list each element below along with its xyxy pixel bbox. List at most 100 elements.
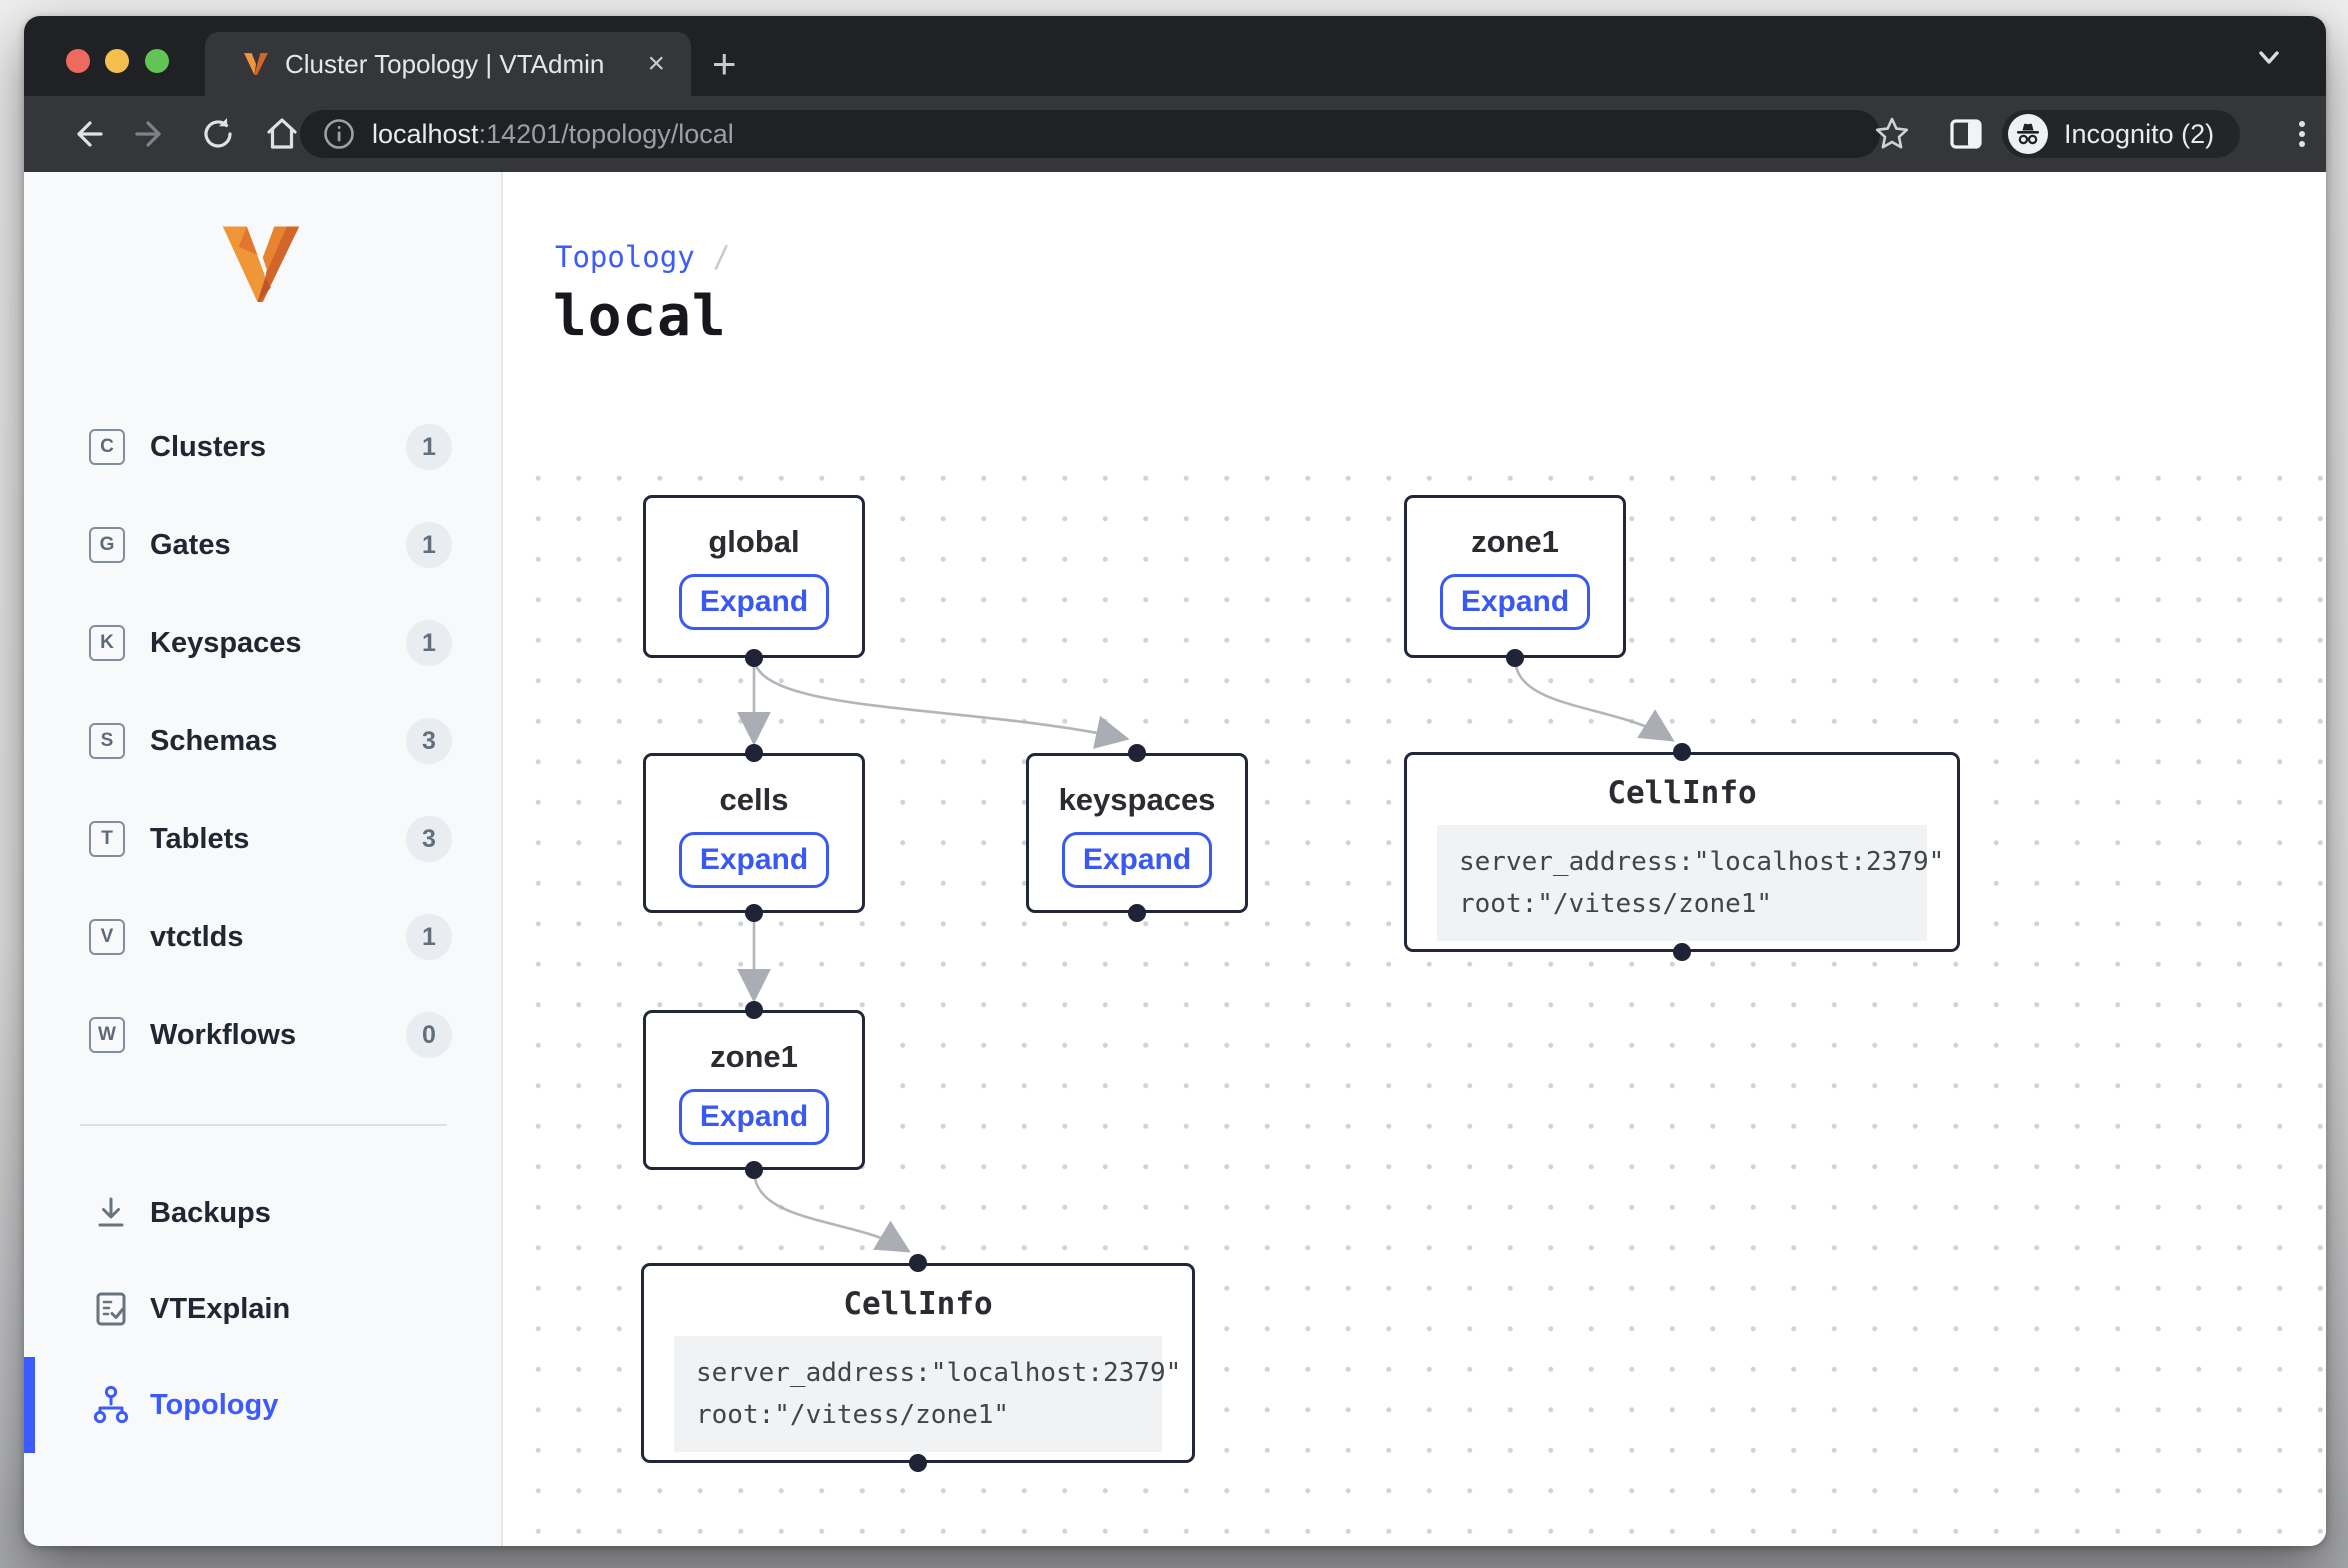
vtexplain-icon (90, 1288, 132, 1330)
gates-letter-icon: G (89, 527, 125, 563)
url-text: localhost:14201/topology/local (372, 119, 734, 150)
page-title: local (553, 284, 727, 349)
cellinfo-code-block: server_address:"localhost:2379" root:"/v… (1437, 825, 1945, 941)
breadcrumb-separator: / (712, 240, 731, 274)
topology-graph: global Expand zone1 Expand cells Expand … (503, 442, 2326, 1546)
expand-button[interactable]: Expand (679, 574, 829, 630)
page-content: C Clusters 1 G Gates 1 K Keyspaces 1 S S… (24, 172, 2326, 1546)
reload-icon[interactable] (198, 114, 238, 154)
count-badge: 3 (406, 718, 452, 764)
forward-icon[interactable] (132, 114, 172, 154)
back-icon[interactable] (66, 114, 106, 154)
node-title: CellInfo (1607, 775, 1757, 811)
node-title: zone1 (1471, 524, 1559, 559)
sidebar-item-label: Clusters (150, 430, 267, 463)
sidebar-item-topology[interactable]: Topology (24, 1357, 501, 1453)
node-title: global (708, 524, 800, 559)
node-zone1-top: zone1 Expand (1404, 495, 1626, 658)
browser-menu-icon[interactable] (2282, 114, 2322, 154)
sidebar-item-label: vtctlds (150, 920, 244, 953)
sidebar-item-schemas[interactable]: S Schemas 3 (24, 692, 501, 790)
node-global: global Expand (643, 495, 865, 658)
sidebar-item-vtexplain[interactable]: VTExplain (24, 1261, 501, 1357)
sidebar-item-label: Keyspaces (150, 626, 302, 659)
address-bar[interactable]: localhost:14201/topology/local (300, 110, 1880, 158)
sidebar-item-backups[interactable]: Backups (24, 1165, 501, 1261)
node-zone1-bottom: zone1 Expand (643, 1010, 865, 1170)
sidebar-item-workflows[interactable]: W Workflows 0 (24, 986, 501, 1084)
vtctlds-letter-icon: V (89, 919, 125, 955)
workflows-letter-icon: W (89, 1017, 125, 1053)
expand-button[interactable]: Expand (679, 832, 829, 888)
cellinfo-code-block: server_address:"localhost:2379" root:"/v… (674, 1336, 1182, 1452)
profile-incognito-badge[interactable]: Incognito (2) (2002, 110, 2241, 158)
sidebar-item-label: Gates (150, 528, 231, 561)
edge-zone1-cellinfo-bottom (752, 1169, 911, 1253)
site-info-icon[interactable] (322, 117, 356, 151)
url-path: :14201/topology/local (478, 118, 734, 149)
sidebar-item-label: Tablets (150, 822, 250, 855)
minimize-window-button[interactable] (105, 49, 129, 73)
sidebar-item-label: Workflows (150, 1018, 297, 1051)
sidebar-item-label: Backups (150, 1196, 271, 1229)
cellinfo-line: server_address:"localhost:2379" (1459, 847, 1945, 877)
incognito-icon (2008, 114, 2048, 154)
url-host: localhost (372, 118, 479, 149)
breadcrumb-topology-link[interactable]: Topology (555, 240, 695, 274)
expand-button[interactable]: Expand (679, 1089, 829, 1145)
breadcrumb: Topology / (555, 240, 730, 274)
count-badge: 1 (406, 522, 452, 568)
node-cellinfo-right: CellInfo server_address:"localhost:2379"… (1404, 752, 1960, 952)
zoom-window-button[interactable] (145, 49, 169, 73)
sidebar-divider (80, 1124, 447, 1126)
schemas-letter-icon: S (89, 723, 125, 759)
sidebar-item-clusters[interactable]: C Clusters 1 (24, 398, 501, 496)
tab-search-chevron-icon[interactable] (2252, 46, 2286, 70)
tab-title: Cluster Topology | VTAdmin (285, 48, 605, 79)
active-nav-indicator (24, 1357, 35, 1453)
cellinfo-line: root:"/vitess/zone1" (696, 1400, 1010, 1430)
tab-close-icon[interactable]: × (647, 47, 665, 80)
expand-button[interactable]: Expand (1062, 832, 1212, 888)
count-badge: 1 (406, 620, 452, 666)
tablets-letter-icon: T (89, 821, 125, 857)
browser-tab[interactable]: Cluster Topology | VTAdmin × (205, 32, 691, 96)
keyspaces-letter-icon: K (89, 625, 125, 661)
vitess-favicon-icon (244, 53, 268, 75)
count-badge: 1 (406, 424, 452, 470)
node-keyspaces: keyspaces Expand (1026, 753, 1248, 913)
sidebar: C Clusters 1 G Gates 1 K Keyspaces 1 S S… (24, 172, 503, 1546)
topology-icon (90, 1384, 132, 1426)
sidebar-item-label: VTExplain (150, 1292, 291, 1325)
cellinfo-line: root:"/vitess/zone1" (1459, 889, 1773, 919)
close-window-button[interactable] (66, 49, 90, 73)
count-badge: 3 (406, 816, 452, 862)
sidebar-item-keyspaces[interactable]: K Keyspaces 1 (24, 594, 501, 692)
count-badge: 0 (406, 1012, 452, 1058)
cellinfo-line: server_address:"localhost:2379" (696, 1358, 1182, 1388)
sidebar-item-vtctlds[interactable]: V vtctlds 1 (24, 888, 501, 986)
bookmark-star-icon[interactable] (1872, 114, 1912, 154)
node-title: CellInfo (843, 1286, 993, 1322)
edge-global-keyspaces (752, 657, 1130, 749)
sidebar-item-label: Topology (150, 1388, 279, 1421)
main-panel: Topology / local global Expand zone1 Expa… (503, 172, 2326, 1546)
sidebar-item-tablets[interactable]: T Tablets 3 (24, 790, 501, 888)
tab-strip: Cluster Topology | VTAdmin × + (24, 16, 2326, 96)
expand-button[interactable]: Expand (1440, 574, 1590, 630)
sidebar-item-gates[interactable]: G Gates 1 (24, 496, 501, 594)
clusters-letter-icon: C (89, 429, 125, 465)
side-panel-icon[interactable] (1946, 114, 1986, 154)
new-tab-button[interactable]: + (712, 40, 737, 87)
node-cellinfo-bottom: CellInfo server_address:"localhost:2379"… (641, 1263, 1195, 1463)
edge-zone1-cellinfo (1513, 657, 1675, 742)
download-icon (90, 1192, 132, 1234)
node-title: zone1 (710, 1039, 798, 1074)
browser-toolbar: localhost:14201/topology/local Incognito… (24, 96, 2326, 172)
vitess-logo (222, 226, 300, 302)
home-icon[interactable] (262, 114, 302, 154)
node-title: cells (719, 782, 789, 817)
browser-window: Cluster Topology | VTAdmin × + localhost… (24, 16, 2326, 1546)
count-badge: 1 (406, 914, 452, 960)
